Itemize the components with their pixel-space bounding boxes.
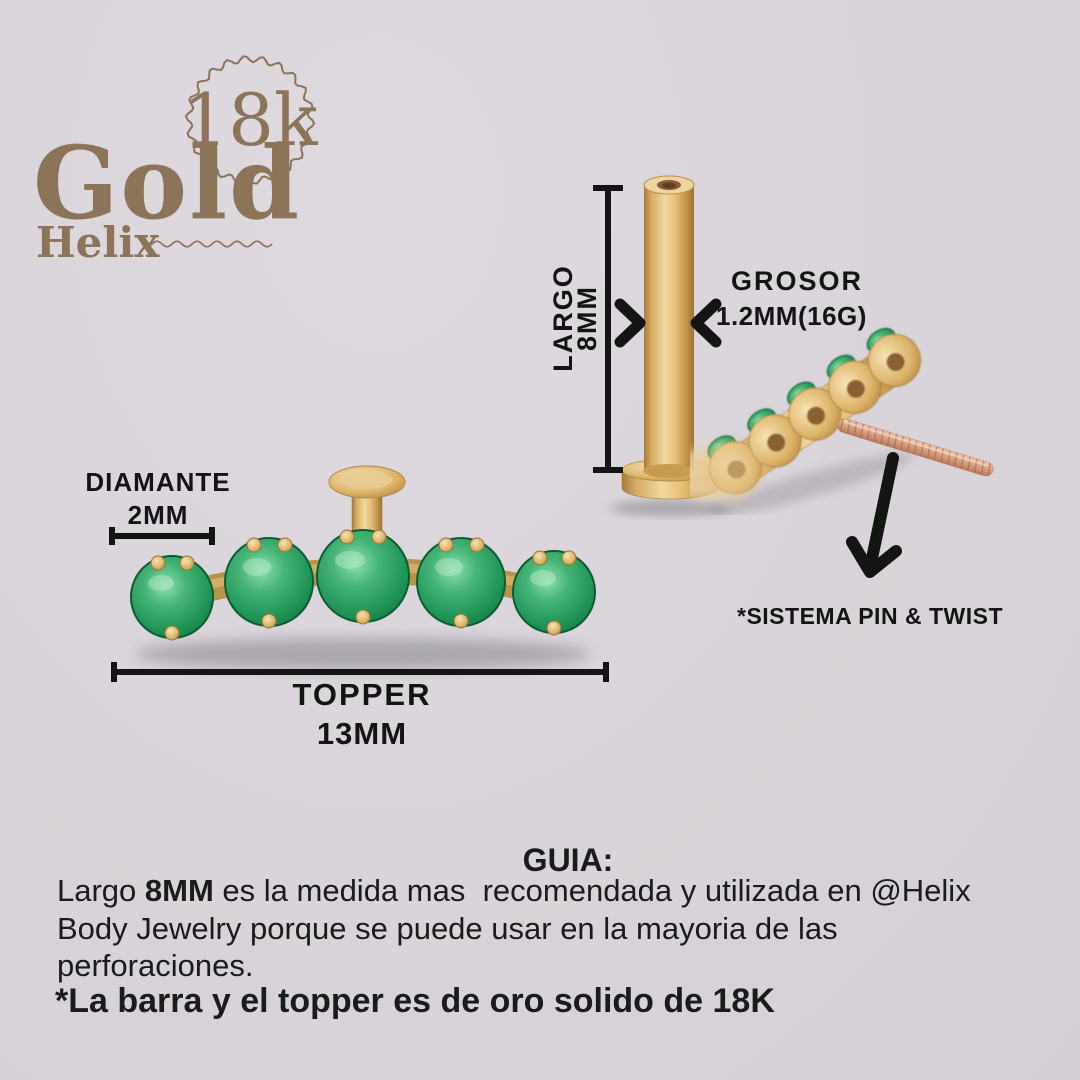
- guia-title: GUIA:: [522, 842, 614, 878]
- emerald-stones: [130, 529, 596, 641]
- topper-measure-line: [111, 662, 609, 682]
- down-arrow-icon: [846, 452, 902, 578]
- brand-wordmark: Gold: [33, 124, 302, 242]
- topper-label: TOPPER: [292, 677, 432, 712]
- chevron-left-icon: [690, 298, 722, 348]
- diamante-measure-line: [109, 527, 215, 545]
- diamante-value: 2MM: [127, 500, 189, 530]
- grosor-value: 1.2MM(16G): [716, 301, 867, 331]
- guia-paragraph: Largo 8MM es la medida mas recomendada y…: [57, 872, 1047, 985]
- largo-label: LARGO 8MM: [548, 264, 602, 372]
- topper-back-body: [700, 327, 921, 502]
- guia-line-2: Body Jewelry porque se puede usar en la …: [57, 910, 838, 946]
- guia-line-1: Largo 8MM es la medida mas recomendada y…: [57, 873, 971, 908]
- diamante-label: DIAMANTE: [85, 467, 231, 497]
- sistema-pin-twist-label: *SISTEMA PIN & TWIST: [737, 603, 1003, 629]
- topper-back-pin-photo: [690, 327, 994, 515]
- guia-note: *La barra y el topper es de oro solido d…: [55, 982, 775, 1020]
- badge-18k-text: 18k: [182, 78, 318, 162]
- badge-18k-wavy-circle: [184, 55, 316, 185]
- brand-wavy-line: [141, 240, 273, 248]
- twist-pin: [837, 418, 994, 477]
- grosor-label: GROSOR: [731, 266, 864, 296]
- largo-measure-line: [593, 185, 623, 473]
- chevron-right-icon: [614, 298, 646, 348]
- topper-value: 13MM: [316, 716, 408, 751]
- guia-line-3: perforaciones.: [57, 948, 254, 984]
- sub-brand-wordmark: Helix: [36, 218, 160, 267]
- topper-front-photo: [130, 465, 596, 670]
